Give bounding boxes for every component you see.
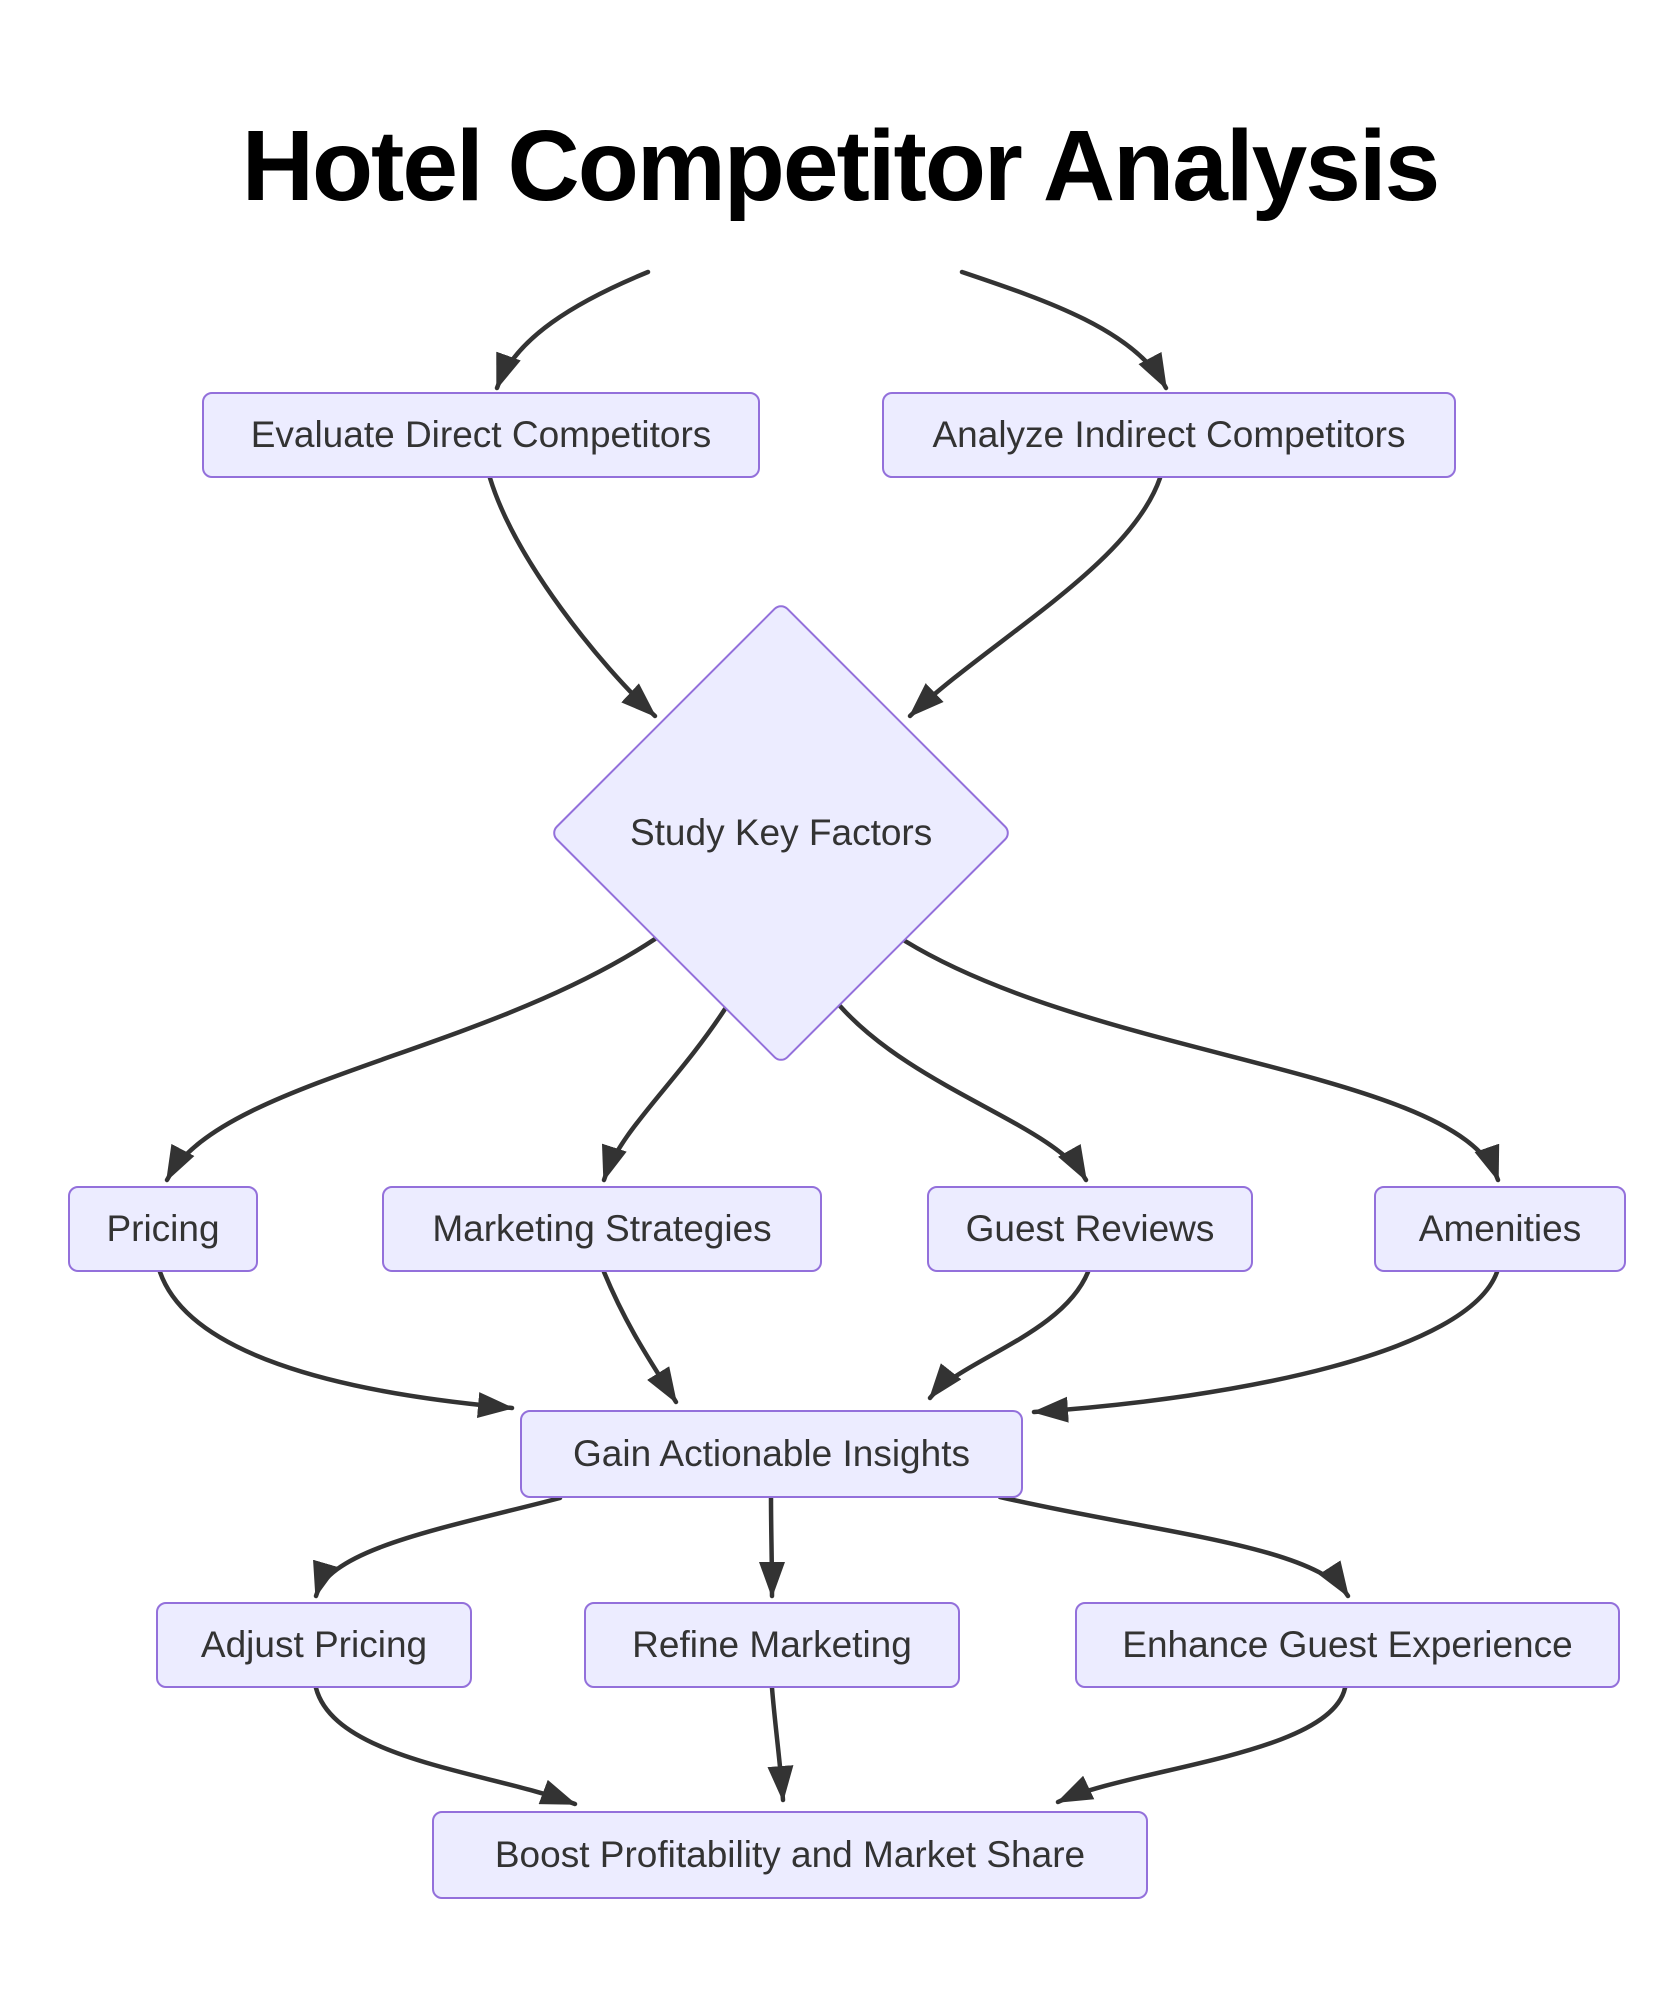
node-label: Analyze Indirect Competitors xyxy=(932,414,1406,455)
edge-analyze-to-study xyxy=(907,475,1163,719)
node-label: Guest Reviews xyxy=(965,1208,1215,1249)
edge-guest-to-gain xyxy=(927,1269,1091,1401)
node-label: Amenities xyxy=(1418,1208,1582,1249)
node-marketing-strategies: Marketing Strategies xyxy=(382,1186,822,1272)
edge-study-to-guest xyxy=(837,1003,1089,1183)
node-refine-marketing: Refine Marketing xyxy=(584,1602,960,1688)
node-label: Marketing Strategies xyxy=(432,1208,772,1249)
node-label: Evaluate Direct Competitors xyxy=(250,414,712,455)
edge-amenities-to-gain xyxy=(1031,1269,1500,1423)
node-evaluate-direct-competitors: Evaluate Direct Competitors xyxy=(202,392,760,478)
node-label: Study Key Factors xyxy=(629,811,933,853)
diagram-title: Hotel Competitor Analysis xyxy=(241,110,1440,222)
node-label: Enhance Guest Experience xyxy=(1122,1624,1573,1665)
edge-gain-to-refine xyxy=(758,1495,785,1599)
edge-start-to-evaluate xyxy=(494,269,651,391)
edge-start-to-analyze xyxy=(959,269,1169,391)
node-label: Adjust Pricing xyxy=(200,1624,428,1665)
node-gain-actionable-insights: Gain Actionable Insights xyxy=(520,1410,1023,1498)
node-adjust-pricing: Adjust Pricing xyxy=(156,1602,472,1688)
node-label: Gain Actionable Insights xyxy=(573,1433,970,1474)
node-label: Pricing xyxy=(106,1208,220,1249)
edge-gain-to-adjust xyxy=(313,1495,563,1599)
edge-study-to-marketing xyxy=(601,1006,728,1183)
edge-marketing-to-gain xyxy=(601,1269,679,1405)
edge-study-to-amenities xyxy=(902,938,1501,1183)
edge-pricing-to-gain xyxy=(157,1269,515,1418)
edge-enhance-to-boost xyxy=(1055,1685,1348,1805)
edge-evaluate-to-study xyxy=(487,475,658,719)
edge-gain-to-enhance xyxy=(997,1494,1351,1599)
node-pricing: Pricing xyxy=(68,1186,258,1272)
node-analyze-indirect-competitors: Analyze Indirect Competitors xyxy=(882,392,1456,478)
node-label: Refine Marketing xyxy=(632,1624,912,1665)
edge-adjust-to-boost xyxy=(313,1685,578,1807)
node-label: Boost Profitability and Market Share xyxy=(494,1834,1086,1875)
node-boost-profitability-market-share: Boost Profitability and Market Share xyxy=(432,1811,1148,1899)
node-amenities: Amenities xyxy=(1374,1186,1626,1272)
edge-study-to-pricing xyxy=(164,936,658,1183)
node-study-key-factors: Study Key Factors xyxy=(549,601,1013,1065)
edge-refine-to-boost xyxy=(767,1685,794,1803)
node-enhance-guest-experience: Enhance Guest Experience xyxy=(1075,1602,1620,1688)
node-guest-reviews: Guest Reviews xyxy=(927,1186,1253,1272)
